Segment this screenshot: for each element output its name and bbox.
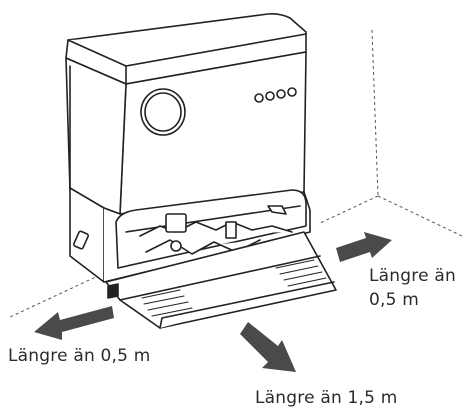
clearance-label-left: Längre än 0,5 m [8,346,151,366]
clearance-arrows [34,232,392,372]
arrow-front [240,322,296,372]
clearance-label-front: Längre än 1,5 m [255,388,398,408]
clearance-label-right: Längre än [369,266,456,286]
dock-station [65,13,337,329]
arrow-left [34,306,114,340]
clearance-value-right: 0,5 m [369,290,419,310]
room-guide-lines [7,29,463,319]
arrow-right [336,232,392,262]
